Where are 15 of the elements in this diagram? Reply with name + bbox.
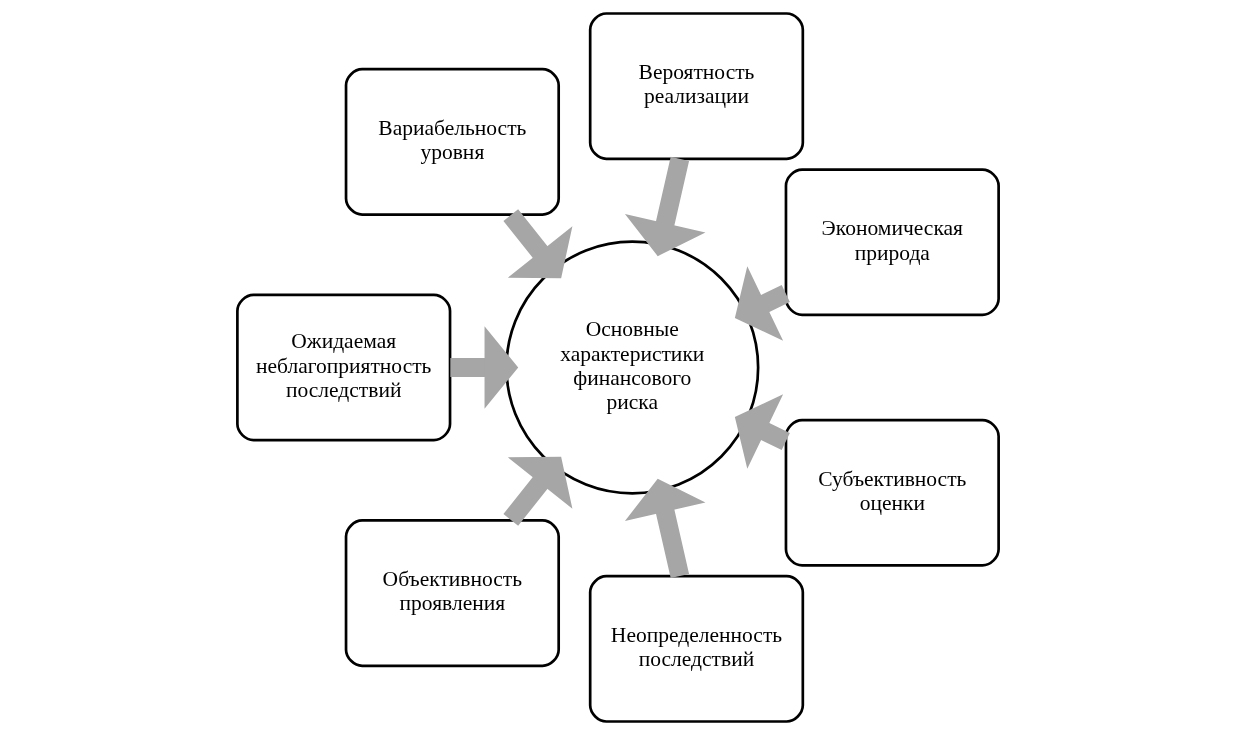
- node-box: Экономическая природа: [784, 168, 1000, 317]
- arrow: [624, 156, 705, 257]
- arrow: [624, 478, 705, 579]
- node-box: Объективность проявления: [344, 519, 560, 668]
- node-box: Вариабельность уровня: [344, 67, 560, 216]
- node-box: Ожидаемая неблагоприятность последствий: [235, 293, 451, 442]
- arrow: [734, 266, 790, 341]
- arrow: [449, 326, 518, 409]
- arrow: [502, 209, 572, 279]
- node-box: Вероятность реализации: [588, 12, 804, 161]
- node-box: Субъективность оценки: [784, 418, 1000, 567]
- arrow: [734, 394, 790, 469]
- node-box: Неопределенность последствий: [588, 574, 804, 723]
- arrow: [502, 456, 572, 526]
- node-circle: Основные характеристики финансового риска: [504, 240, 759, 495]
